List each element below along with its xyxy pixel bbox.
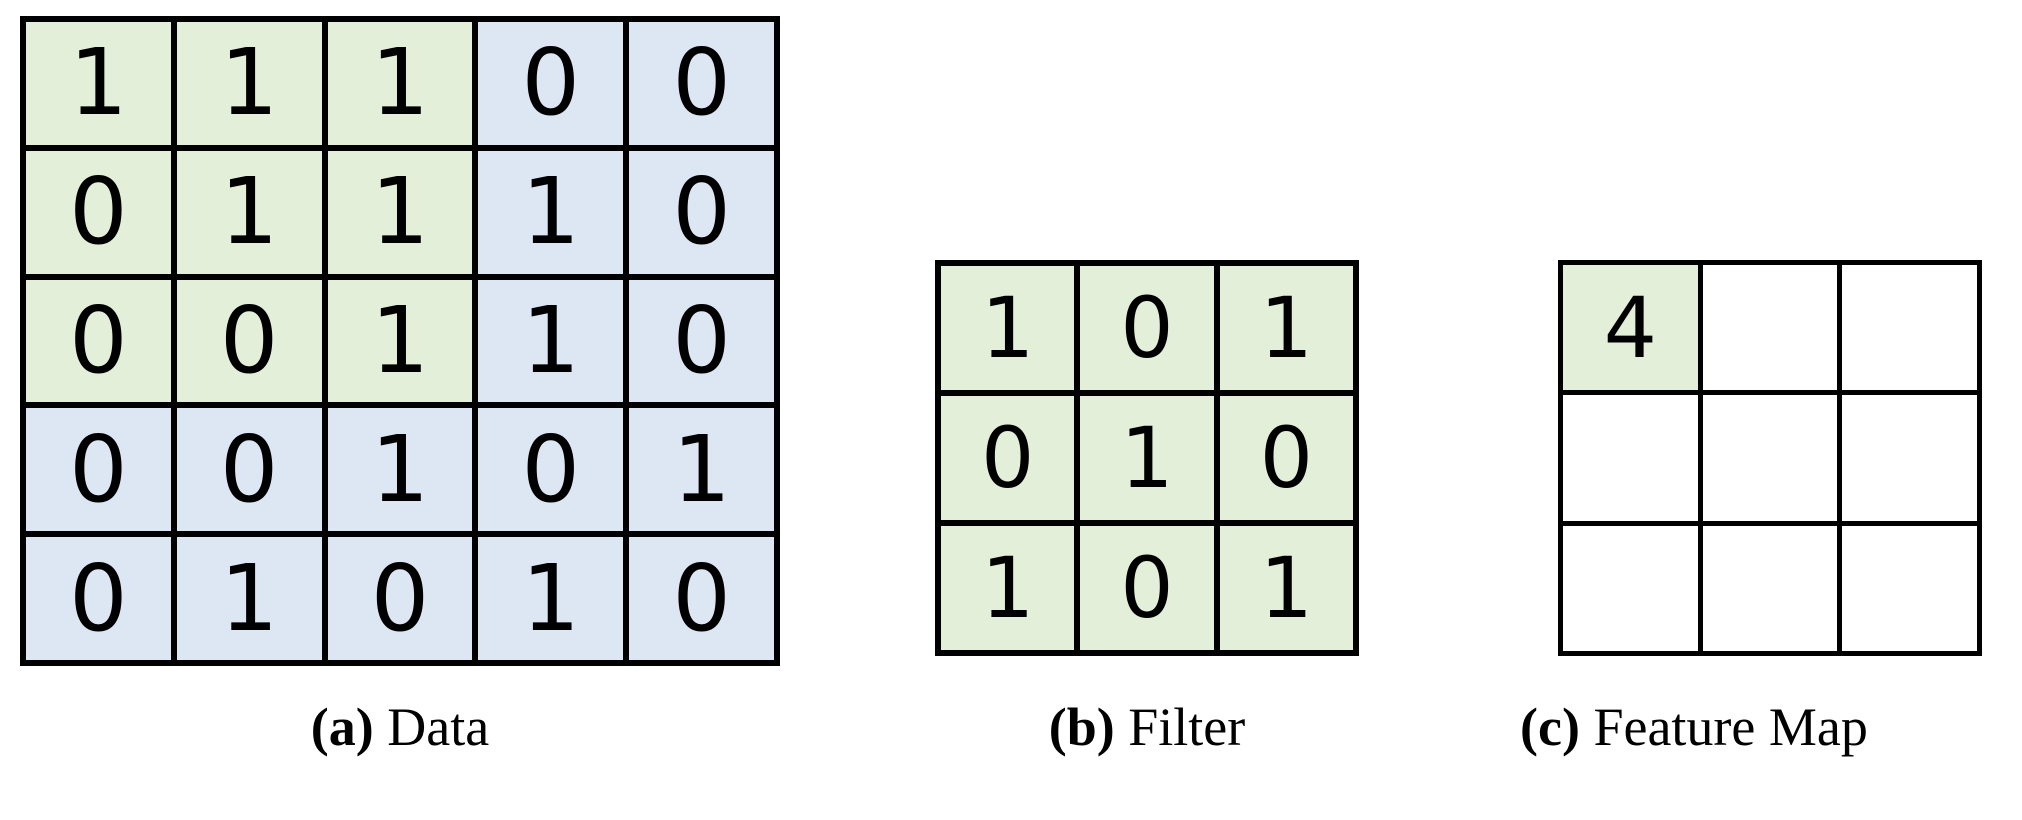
caption-filter-label: Filter — [1114, 697, 1246, 757]
data-matrix-grid-cell-r3c4: 1 — [478, 279, 624, 403]
data-matrix-grid-cell-r1c2: 1 — [176, 22, 322, 145]
data-matrix-grid-cell-r2c3: 1 — [327, 150, 473, 274]
feature-map-matrix-grid-cell-r3c1 — [1563, 525, 1698, 651]
feature-map-matrix-grid-cell-r1c3 — [1842, 265, 1977, 391]
data-matrix-grid-cell-r1c5: 0 — [629, 22, 774, 145]
filter-matrix-grid-cell-r3c1: 1 — [941, 526, 1075, 650]
data-matrix-grid-cell-r2c4: 1 — [478, 150, 624, 274]
data-matrix-grid-cell-r1c3: 1 — [327, 22, 473, 145]
filter-matrix-grid-cell-r3c3: 1 — [1219, 526, 1353, 650]
filter-matrix-grid-cell-r1c2: 0 — [1080, 266, 1214, 390]
feature-map-matrix-grid-cell-r1c1: 4 — [1563, 265, 1698, 391]
data-matrix-grid-cell-r5c2: 1 — [176, 537, 322, 660]
filter-matrix-grid-cell-r1c3: 1 — [1219, 266, 1353, 390]
data-matrix-grid-cell-r5c5: 0 — [629, 537, 774, 660]
feature-map-matrix-grid-cell-r2c1 — [1563, 395, 1698, 521]
feature-map-matrix-grid-cell-r1c2 — [1702, 265, 1838, 391]
filter-matrix-grid-cell-r2c3: 0 — [1219, 396, 1353, 520]
data-matrix-grid-cell-r2c2: 1 — [176, 150, 322, 274]
filter-matrix-grid-cell-r2c1: 0 — [941, 396, 1075, 520]
data-matrix-grid-cell-r5c3: 0 — [327, 537, 473, 660]
filter-matrix-grid-cell-r2c2: 1 — [1080, 396, 1214, 520]
feature-map-matrix-grid-cell-r2c2 — [1702, 395, 1838, 521]
data-matrix-grid-cell-r5c4: 1 — [478, 537, 624, 660]
feature-map-matrix-grid-cell-r2c3 — [1842, 395, 1977, 521]
data-matrix-grid-cell-r4c2: 0 — [176, 408, 322, 532]
data-matrix-grid-cell-r5c1: 0 — [26, 537, 171, 660]
data-matrix-grid-cell-r2c5: 0 — [629, 150, 774, 274]
data-matrix-grid-cell-r1c1: 1 — [26, 22, 171, 145]
data-matrix-grid-cell-r3c1: 0 — [26, 279, 171, 403]
data-matrix-grid-cell-r4c5: 1 — [629, 408, 774, 532]
data-matrix-grid-cell-r4c3: 1 — [327, 408, 473, 532]
data-matrix-grid-cell-r3c5: 0 — [629, 279, 774, 403]
feature-map-matrix-grid-cell-r3c2 — [1702, 525, 1838, 651]
data-matrix-grid-cell-r4c1: 0 — [26, 408, 171, 532]
caption-filter: (b) Filter — [935, 700, 1359, 754]
caption-data-label: Data — [373, 697, 490, 757]
data-matrix-grid-cell-r3c2: 0 — [176, 279, 322, 403]
filter-matrix-grid-cell-r1c1: 1 — [941, 266, 1075, 390]
caption-data: (a) Data — [20, 700, 780, 754]
caption-data-tag: (a) — [310, 697, 374, 757]
filter-matrix-grid-cell-r3c2: 0 — [1080, 526, 1214, 650]
data-matrix-grid-cell-r1c4: 0 — [478, 22, 624, 145]
data-matrix-grid-cell-r4c4: 0 — [478, 408, 624, 532]
caption-feature-map-tag: (c) — [1520, 697, 1580, 757]
caption-filter-tag: (b) — [1048, 697, 1115, 757]
caption-feature-map: (c) Feature Map — [1520, 700, 2020, 754]
caption-feature-map-label: Feature Map — [1579, 697, 1868, 757]
data-matrix-grid-cell-r2c1: 0 — [26, 150, 171, 274]
feature-map-matrix-grid-cell-r3c3 — [1842, 525, 1977, 651]
data-matrix-grid-cell-r3c3: 1 — [327, 279, 473, 403]
feature-map-matrix-grid: 4 — [1558, 260, 1982, 656]
